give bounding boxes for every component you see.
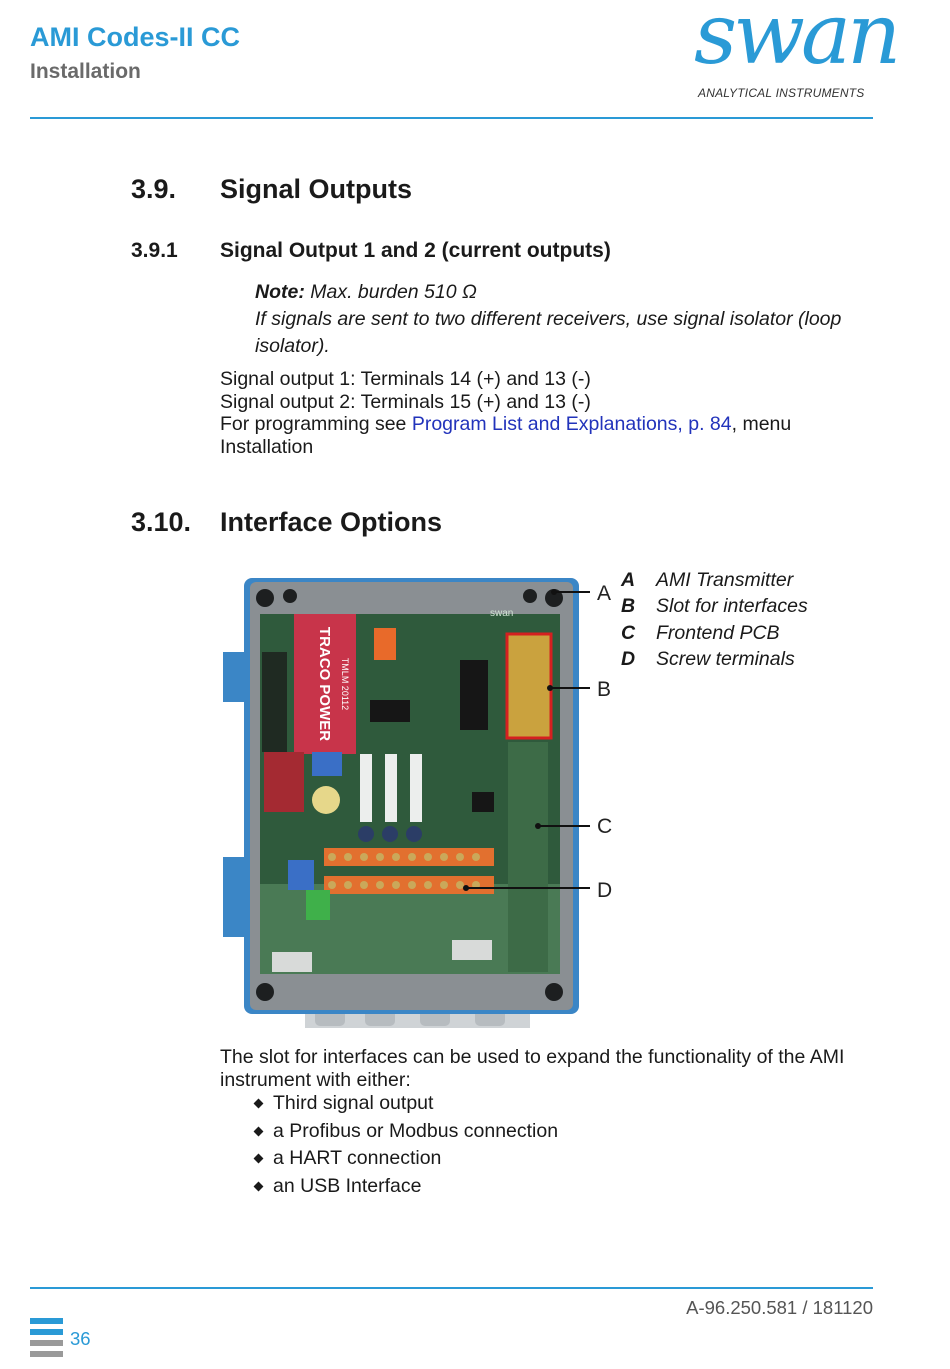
- swan-logo: swan ANALYTICAL INSTRUMENTS: [690, 0, 901, 102]
- bullet-icon: [253, 1098, 264, 1109]
- bullet-icon: [253, 1153, 264, 1164]
- note-text-2: If signals are sent to two different rec…: [255, 308, 842, 357]
- logo-wordmark: swan: [694, 0, 901, 83]
- legend-item: C Frontend PCB: [621, 620, 808, 646]
- outputs-block: Signal output 1: Terminals 14 (+) and 13…: [220, 368, 880, 458]
- bullet-icon: [253, 1126, 264, 1137]
- page-marker-icon: [30, 1318, 63, 1362]
- section-number: 3.10.: [131, 507, 192, 537]
- output-2-line: Signal output 2: Terminals 15 (+) and 13…: [220, 390, 591, 413]
- doc-subtitle: Installation: [30, 60, 141, 83]
- page-number: 36: [70, 1328, 91, 1349]
- frontend-pcb: [508, 742, 548, 972]
- power-module-brand: TRACO POWER: [316, 627, 333, 741]
- subsection-heading: Signal Output 1 and 2 (current outputs): [220, 239, 611, 262]
- legend-item: D Screw terminals: [621, 646, 808, 672]
- power-module-model: TMLM 20112: [340, 658, 350, 710]
- footer-rule: [30, 1287, 873, 1289]
- programming-suffix: , menu Installation: [220, 413, 792, 458]
- side-clip: [223, 857, 245, 937]
- legend-letter: A: [621, 569, 636, 591]
- header-rule: [30, 117, 873, 119]
- bullet-icon: [253, 1181, 264, 1192]
- list-item-text: Third signal output: [273, 1092, 434, 1114]
- board-logo: swan: [490, 608, 513, 619]
- legend-text: Screw terminals: [656, 647, 795, 670]
- legend-letter: D: [621, 647, 636, 670]
- interface-slot: [507, 634, 551, 738]
- section-heading: Signal Outputs: [220, 174, 412, 204]
- power-module: [294, 614, 356, 754]
- callout-label-c: C: [597, 815, 613, 838]
- slot-description: The slot for interfaces can be used to e…: [220, 1046, 845, 1091]
- list-item: a Profibus or Modbus connection: [252, 1118, 558, 1146]
- legend-item: B Slot for interfaces: [621, 593, 808, 619]
- document-code: A-96.250.581 / 181120: [686, 1297, 873, 1318]
- list-item: Third signal output: [252, 1090, 558, 1118]
- subsection-number: 3.9.1: [131, 239, 178, 262]
- doc-title: AMI Codes-II CC: [30, 22, 241, 52]
- list-item: a HART connection: [252, 1145, 558, 1173]
- legend-letter: C: [621, 621, 636, 644]
- list-item: an USB Interface: [252, 1173, 558, 1201]
- section-number: 3.9.: [131, 174, 177, 204]
- side-clip: [223, 652, 245, 702]
- legend-text: Frontend PCB: [656, 621, 780, 644]
- legend-letter: B: [621, 595, 636, 618]
- callout-label-a: A: [597, 582, 612, 605]
- list-item-text: a HART connection: [273, 1147, 442, 1169]
- note-label: Note:: [255, 281, 305, 303]
- list-item-text: a Profibus or Modbus connection: [273, 1119, 559, 1142]
- output-1-line: Signal output 1: Terminals 14 (+) and 13…: [220, 368, 591, 390]
- legend-item: A AMI Transmitter: [621, 567, 808, 593]
- section-heading: Interface Options: [220, 507, 443, 537]
- callout-label-d: D: [597, 879, 613, 902]
- transmitter-photo: TRACO POWER TMLM 20112 swan: [223, 578, 590, 1028]
- programming-line: For programming see Program List and Exp…: [220, 413, 880, 458]
- logo-tagline: ANALYTICAL INSTRUMENTS: [698, 86, 865, 100]
- option-list: Third signal output a Profibus or Modbus…: [252, 1090, 558, 1200]
- transformer: [264, 752, 304, 812]
- programming-prefix: For programming see: [220, 413, 412, 435]
- legend-text: AMI Transmitter: [656, 569, 794, 591]
- note-block: Note: Max. burden 510 Ω If signals are s…: [255, 279, 865, 360]
- callout-label-b: B: [597, 678, 612, 701]
- note-text: Max. burden 510 Ω: [304, 281, 477, 303]
- list-item-text: an USB Interface: [273, 1174, 422, 1197]
- program-list-link[interactable]: Program List and Explanations, p. 84: [411, 413, 732, 435]
- legend-text: Slot for interfaces: [656, 595, 808, 618]
